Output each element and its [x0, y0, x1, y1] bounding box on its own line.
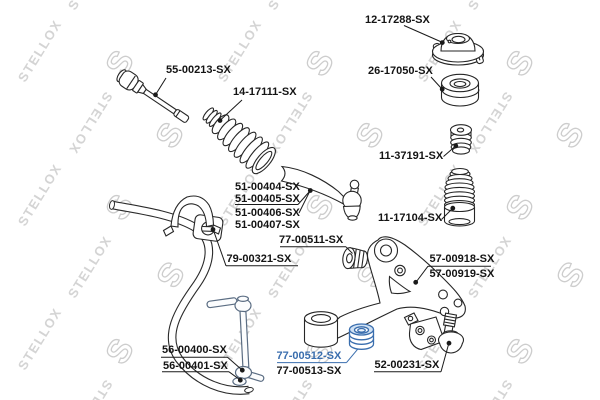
- part-label-14-17111: 14-17111-SX: [233, 86, 297, 98]
- part-label-12-17288: 12-17288-SX: [365, 14, 430, 26]
- part-label-51-00406: 51-00406-SX: [235, 207, 300, 219]
- part-label-55-00213: 55-00213-SX: [166, 64, 231, 76]
- part-label-77-00512-highlighted: 77-00512-SX: [276, 350, 342, 362]
- part-label-51-00405: 51-00405-SX: [235, 192, 300, 205]
- dust-boot-drawing: [443, 167, 476, 227]
- highlighted-bushing-drawing: [348, 323, 375, 350]
- stabilizer-bar-drawing: [108, 195, 254, 395]
- part-label-79-00321: 79-00321-SX: [226, 252, 292, 265]
- stabilizer-link-drawing: [206, 295, 265, 387]
- part-label-11-37191: 11-37191-SX: [379, 150, 444, 162]
- part-label-26-17050: 26-17050-SX: [368, 65, 433, 77]
- leader-lines: [153, 25, 491, 383]
- part-label-77-00511: 77-00511-SX: [279, 234, 344, 246]
- part-label-57-00918: 57-00918-SX: [429, 253, 495, 265]
- part-label-52-00231: 52-00231-SX: [374, 359, 440, 371]
- part-label-51-00404: 51-00404-SX: [235, 181, 300, 193]
- part-label-56-00400: 56-00400-SX: [162, 344, 227, 356]
- control-arm-drawing: [303, 236, 466, 348]
- part-label-51-00407: 51-00407-SX: [235, 219, 300, 231]
- part-label-77-00513: 77-00513-SX: [276, 364, 342, 377]
- strut-mount-drawing: [431, 32, 485, 66]
- strut-bearing-drawing: [440, 73, 480, 107]
- tie-rod-end-drawing: [280, 165, 362, 221]
- rear-bushing-drawing: [342, 247, 369, 270]
- part-label-57-00919: 57-00919-SX: [429, 268, 495, 280]
- ball-joint-drawing: [403, 312, 465, 354]
- part-label-56-00401: 56-00401-SX: [163, 359, 228, 372]
- tie-rod-drawing: [116, 69, 190, 123]
- steering-bellow-drawing: [202, 107, 276, 175]
- part-label-11-17104: 11-17104-SX: [378, 212, 443, 224]
- bump-stop-drawing: [449, 124, 473, 155]
